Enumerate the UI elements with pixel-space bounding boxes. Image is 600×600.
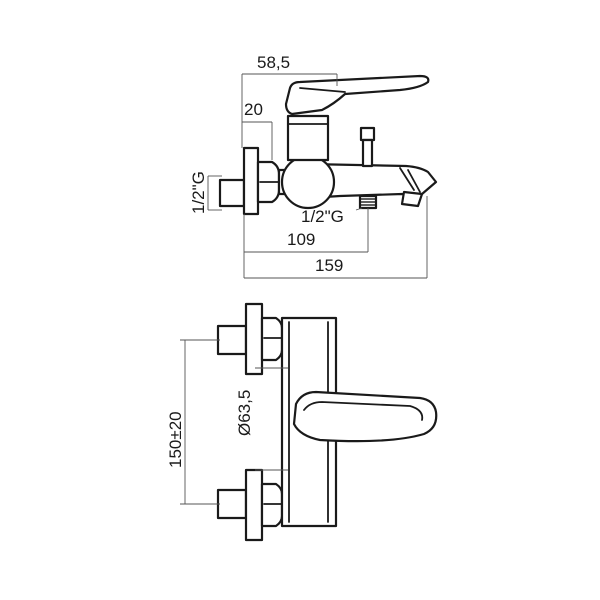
dim-diameter-label: Ø63,5 xyxy=(235,390,254,436)
dim-overall-label: 159 xyxy=(315,256,343,275)
inlet-pipe xyxy=(218,178,246,208)
bottom-inlet-pipe xyxy=(216,488,248,520)
front-lever xyxy=(292,390,438,443)
dim-spacing-label: 150±20 xyxy=(166,411,185,468)
wall-flange xyxy=(242,146,260,216)
outlet-nozzle xyxy=(400,190,424,208)
mixer-body xyxy=(280,154,336,210)
diverter-stem xyxy=(361,138,374,168)
front-view: 150±20 Ø63,5 xyxy=(166,302,438,542)
dim-height-label: 20 xyxy=(244,100,263,119)
top-hex-nut xyxy=(260,316,284,362)
bottom-wall-flange xyxy=(244,468,264,542)
top-inlet-pipe xyxy=(216,324,248,356)
diverter-knob xyxy=(359,126,376,142)
bottom-hex-nut xyxy=(260,482,284,528)
cartridge-housing xyxy=(286,114,330,162)
thread-outlet-label: 1/2"G xyxy=(301,207,344,226)
dim-width-label: 58,5 xyxy=(257,53,290,72)
top-wall-flange xyxy=(244,302,264,376)
lever-handle xyxy=(284,74,430,116)
side-view: 58,5 20 1/2"G 1/2"G 109 159 xyxy=(189,53,438,279)
thread-inlet-label: 1/2"G xyxy=(189,171,208,214)
dim-outlet-label: 109 xyxy=(287,230,315,249)
